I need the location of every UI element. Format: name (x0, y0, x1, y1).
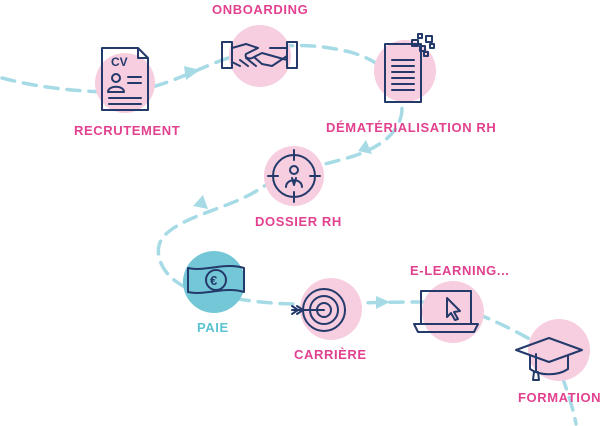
handshake-icon (221, 41, 298, 69)
laptop-cursor-icon (413, 290, 479, 333)
label-dossier: DOSSIER RH (255, 214, 342, 229)
arrow-4 (376, 296, 390, 309)
circle-onboarding (229, 25, 291, 87)
label-carriere: CARRIÈRE (294, 347, 367, 362)
label-onboarding: ONBOARDING (212, 2, 309, 17)
label-elearning: E-LEARNING... (410, 263, 510, 278)
journey-path (0, 43, 578, 426)
circle-formation (528, 319, 590, 381)
label-dematerialisation: DÉMATÉRIALISATION RH (326, 120, 497, 135)
cv-text: CV (111, 55, 128, 69)
arrow-1 (184, 66, 200, 80)
step-circles (95, 25, 590, 381)
target-person-icon (267, 149, 321, 203)
path-arrows (184, 66, 390, 309)
label-paie: PAIE (197, 320, 229, 335)
graduation-cap-icon (515, 337, 583, 381)
label-recrutement: RECRUTEMENT (74, 123, 181, 138)
euro-symbol: € (210, 273, 217, 288)
label-formation: FORMATION (518, 390, 600, 405)
euro-banknote-icon: € (187, 265, 245, 294)
arrow-2 (358, 140, 372, 154)
cv-document-icon: CV (101, 47, 149, 111)
arrow-3 (193, 195, 208, 209)
digital-document-icon (384, 33, 435, 103)
target-arrow-icon (291, 288, 346, 332)
